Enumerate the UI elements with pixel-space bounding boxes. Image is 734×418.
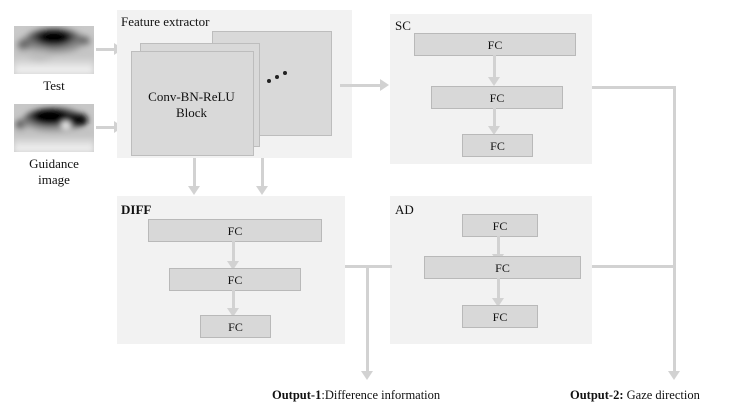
- guidance-eye-image: [14, 104, 94, 152]
- ellipsis-dot-1: [267, 79, 271, 83]
- feature-extractor-title: Feature extractor: [121, 14, 210, 29]
- ad-fc-1[interactable]: FC: [462, 214, 538, 237]
- diff-fc-2[interactable]: FC: [169, 268, 301, 291]
- output-2-label: Output-2: Gaze direction: [570, 388, 700, 402]
- diff-to-output1-line-v: [366, 265, 369, 373]
- ad-fc-3[interactable]: FC: [462, 305, 538, 328]
- output-1-tag: Output-1: [272, 388, 322, 402]
- test-image-caption: Test: [43, 78, 65, 93]
- test-eye-image: [14, 26, 94, 74]
- ad-fc1-to-fc2-line: [497, 236, 500, 256]
- eye-image-graphic: [14, 26, 94, 74]
- conv-block-label-line2: Block: [175, 105, 208, 120]
- ellipsis-dot-3: [283, 71, 287, 75]
- sc-fc-3[interactable]: FC: [462, 134, 533, 157]
- conv-block-card-front: [131, 51, 254, 156]
- sc-fc2-to-fc3-arrowhead: [488, 126, 500, 135]
- ad-fc-2[interactable]: FC: [424, 256, 581, 279]
- extractor-to-sc-line: [340, 84, 382, 87]
- sc-fc2-to-fc3-line: [493, 108, 496, 128]
- diff-panel-title: DIFF: [121, 202, 152, 217]
- output2-arrowhead: [668, 371, 680, 380]
- diff-fc1-to-fc2-arrowhead: [227, 261, 239, 270]
- sc-fc-2[interactable]: FC: [431, 86, 563, 109]
- sc-fc1-to-fc2-line: [493, 55, 496, 79]
- ellipsis-dot-2: [275, 75, 279, 79]
- diff-fc2-to-fc3-line: [232, 290, 235, 310]
- guidance-image-caption-line1: Guidance: [29, 156, 79, 171]
- diff-to-output1-arrowhead: [361, 371, 373, 380]
- diff-fc-3[interactable]: FC: [200, 315, 271, 338]
- output-2-separator: :: [619, 388, 624, 402]
- ad-fc2-to-fc3-arrowhead: [492, 298, 504, 307]
- extractor-to-diff-line-left: [193, 158, 196, 188]
- sc-to-output2-line-v: [673, 86, 676, 266]
- guidance-image-caption-line2: image: [38, 172, 70, 187]
- diff-fc1-to-fc2-line: [232, 241, 235, 263]
- sc-fc-1[interactable]: FC: [414, 33, 576, 56]
- sc-panel-title: SC: [395, 18, 411, 33]
- diff-fc-1[interactable]: FC: [148, 219, 322, 242]
- output-2-text: Gaze direction: [623, 388, 700, 402]
- test-to-extractor-line: [96, 48, 116, 51]
- extractor-to-sc-arrowhead: [380, 79, 389, 91]
- guidance-to-extractor-line: [96, 126, 116, 129]
- extractor-to-diff-line-right: [261, 158, 264, 188]
- eye-image-graphic: [14, 104, 94, 152]
- output-1-text: Difference information: [324, 388, 441, 402]
- output2-rail-line-v: [673, 265, 676, 373]
- ad-fc2-to-fc3-line: [497, 278, 500, 300]
- output-1-separator: :: [321, 388, 325, 402]
- output-2-tag: Output-2: [570, 388, 620, 402]
- diff-fc2-to-fc3-arrowhead: [227, 308, 239, 317]
- output-1-label: Output-1:Difference information: [272, 388, 440, 402]
- sc-fc1-to-fc2-arrowhead: [488, 77, 500, 86]
- extractor-to-diff-arrowhead-left: [188, 186, 200, 195]
- sc-to-output2-line-h: [592, 86, 676, 89]
- ad-to-output2-line-h: [592, 265, 676, 268]
- conv-block-label-line1: Conv-BN-ReLU: [148, 89, 235, 104]
- extractor-to-diff-arrowhead-right: [256, 186, 268, 195]
- ad-panel-title: AD: [395, 202, 414, 217]
